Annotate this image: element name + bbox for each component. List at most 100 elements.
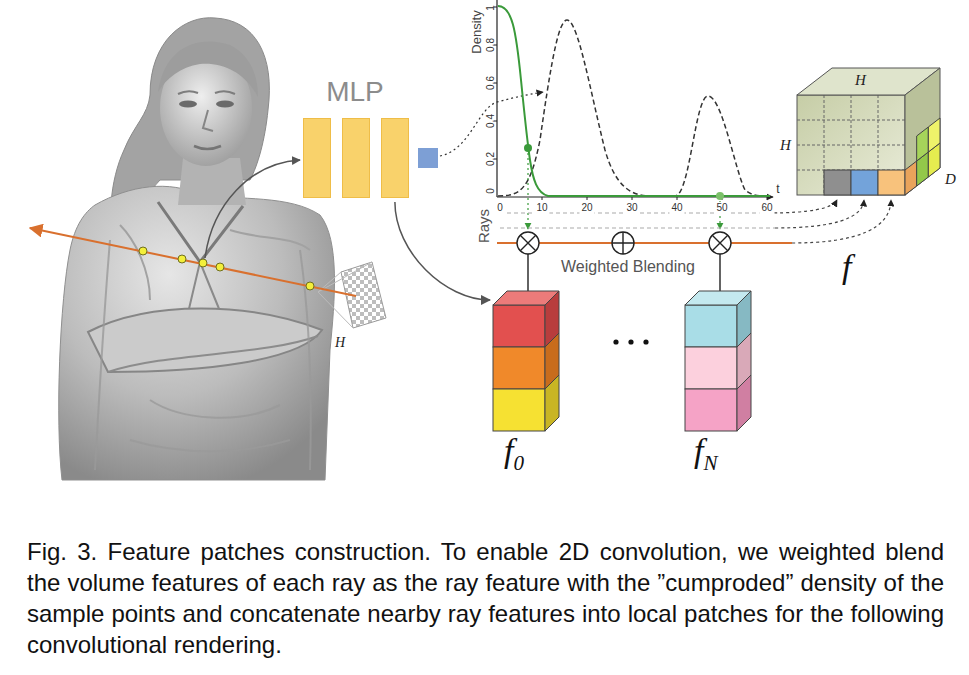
operation-label-wrap: Weighted Blending	[559, 258, 697, 276]
density-plot	[494, 0, 773, 229]
statue	[88, 309, 322, 373]
density-plot	[494, 7, 767, 200]
mlp-output	[418, 148, 438, 168]
mlp-layer	[342, 118, 370, 198]
feature-stack-shape	[685, 389, 737, 431]
ellipsis-dots	[613, 339, 618, 344]
feature-label-wrap: f	[842, 248, 851, 285]
ray-lines	[768, 200, 837, 213]
axis-title-wrap: Rays	[475, 209, 493, 243]
feature-stack-shape	[685, 305, 737, 347]
dimension-label-wrap: H	[780, 136, 791, 154]
density-plot	[527, 153, 528, 229]
density-plot	[716, 192, 724, 200]
blend-operators	[520, 235, 536, 251]
tick-label-wrap: 0.2	[480, 152, 498, 166]
axis-title: Density	[470, 10, 485, 53]
query-arrow	[205, 160, 300, 258]
tick-label: 30	[624, 202, 639, 214]
blend-operators	[612, 232, 634, 254]
dimension-label: H	[855, 72, 866, 89]
tick-label: 60	[759, 202, 774, 214]
plane-size-label-wrap: H	[335, 333, 345, 351]
operation-label: Weighted Blending	[559, 258, 697, 276]
ellipsis-dots	[613, 339, 648, 344]
tick-label: 0.6	[485, 76, 497, 90]
feature-stack-shape	[545, 375, 559, 431]
statue	[59, 186, 335, 480]
feature-stack-shape	[493, 389, 545, 431]
mlp-block: MLP	[298, 76, 412, 202]
blend-operators	[517, 232, 731, 291]
statue	[203, 110, 213, 131]
ray-lines	[497, 200, 891, 243]
tick-label-wrap: 0	[495, 197, 505, 215]
feature-stack-shape	[737, 375, 751, 431]
feature-label-base: f	[694, 432, 703, 469]
tick-label: 1	[485, 5, 497, 11]
sample-ray	[30, 228, 356, 296]
axis-title: t	[776, 183, 779, 197]
feature-label: fN	[694, 432, 718, 469]
tick-label: 0	[485, 188, 497, 194]
figure-caption: Fig. 3. Feature patches construction. To…	[27, 536, 944, 660]
statue	[194, 146, 221, 149]
feature-cube-shape	[797, 95, 905, 195]
feature-stack: f0	[490, 288, 562, 434]
mlp-layer	[381, 118, 409, 198]
ray-lines	[775, 200, 864, 228]
density-plot	[498, 6, 770, 196]
tick-label: 40	[669, 202, 684, 214]
tick-label-wrap: 0.8	[480, 38, 498, 52]
tick-label-wrap: 50	[714, 197, 729, 215]
tick-label-wrap: 1	[480, 5, 498, 11]
density-arrow	[440, 92, 543, 156]
statue	[178, 91, 235, 94]
tick-label-wrap: 0.6	[480, 76, 498, 90]
sample-ray	[306, 282, 314, 290]
ray-lines	[500, 227, 775, 228]
tick-label-wrap: 40	[669, 197, 684, 215]
mlp-label: MLP	[326, 76, 384, 108]
mlp-layer	[303, 118, 331, 198]
blend-operators	[517, 232, 539, 254]
blend-operators	[612, 232, 634, 254]
density-plot	[496, 0, 497, 197]
ellipsis-dots	[643, 339, 648, 344]
tick-label: 0.4	[485, 114, 497, 128]
tick-label-wrap: 10	[534, 197, 549, 215]
dimension-label: H	[780, 137, 791, 154]
feature-stack-shape	[490, 288, 562, 434]
tick-label: 0.2	[485, 152, 497, 166]
feature-stack-shape	[685, 291, 751, 305]
mlp-label-wrap: MLP	[298, 76, 412, 108]
figure-caption-wrap: Fig. 3. Feature patches construction. To…	[27, 536, 944, 660]
dimension-label-wrap: H	[855, 71, 866, 89]
tick-label-wrap: 0	[480, 188, 498, 194]
tick-label: 0	[495, 202, 505, 214]
feature-cube-shape	[775, 60, 960, 200]
feature-label-wrap: f0	[504, 432, 524, 469]
axis-title: Rays	[475, 209, 492, 243]
statue	[120, 225, 310, 300]
feature-cube-shape	[928, 118, 940, 152]
tick-label: 0.8	[485, 38, 497, 52]
ray-lines	[792, 200, 891, 243]
sample-ray	[216, 263, 224, 271]
statue	[158, 41, 258, 97]
feature-label-base: f	[504, 432, 513, 469]
density-plot	[524, 144, 532, 152]
feature-cube-shape	[824, 170, 851, 195]
axis-title-wrap: Density	[467, 10, 485, 53]
blend-operators	[709, 232, 731, 254]
statue	[59, 18, 335, 480]
feature-cube-shape	[851, 170, 878, 195]
feature-cube-shape	[917, 127, 929, 161]
feature-label-wrap: fN	[694, 432, 718, 469]
ray-lines	[497, 242, 792, 244]
blend-operators	[527, 254, 528, 291]
feature-label-index: N	[703, 451, 717, 475]
statue	[216, 101, 234, 108]
sample-ray	[178, 255, 186, 263]
